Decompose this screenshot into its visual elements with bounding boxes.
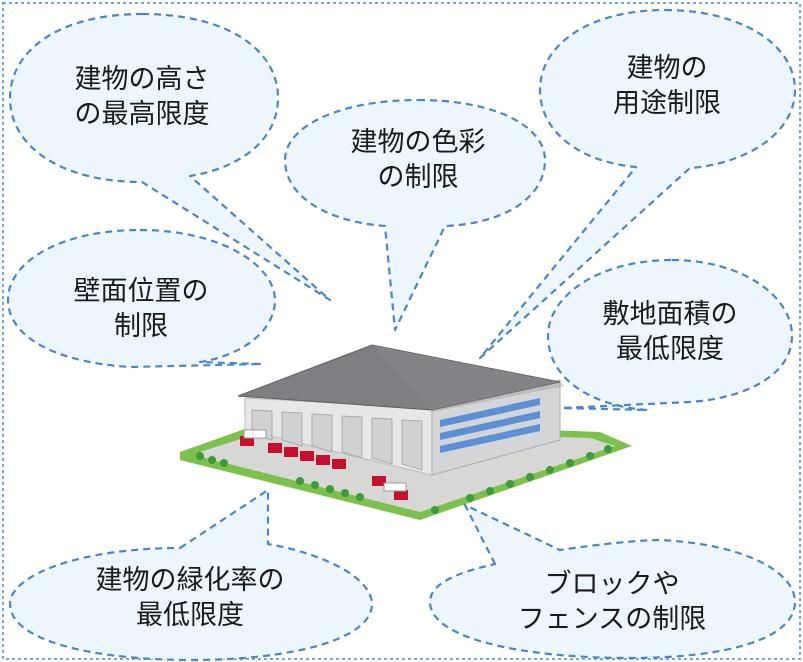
bubble-color-limit: [283, 98, 547, 332]
warehouse-illustration: [180, 344, 632, 520]
bubble-height-limit: [8, 12, 332, 302]
bubble-wall-position: [6, 228, 277, 369]
use-limit-line1: 建物の: [627, 53, 708, 84]
wall-position-line1: 壁面位置の: [74, 276, 209, 307]
bubble-use-limit: [478, 8, 797, 360]
fence-limit-line1: ブロックや: [545, 569, 680, 600]
color-limit-line2: の制限: [378, 162, 459, 193]
site-area-line2: 最低限度: [616, 334, 724, 365]
height-limit-line1: 建物の高さ: [75, 64, 210, 95]
site-area-line1: 敷地面積の: [603, 299, 738, 330]
greening-ratio-line1: 建物の緑化率の: [96, 565, 285, 596]
use-limit-line2: 用途制限: [613, 88, 721, 119]
fence-limit-line2: フェンスの制限: [518, 604, 706, 635]
bubble-greening-ratio: [8, 488, 374, 662]
height-limit-line2: の最高限度: [75, 99, 210, 130]
bubble-site-area: [546, 258, 794, 412]
greening-ratio-line2: 最低限度: [136, 600, 244, 631]
bubble-fence-limit: [428, 503, 797, 660]
color-limit-line1: 建物の色彩: [351, 127, 486, 158]
wall-position-line2: 制限: [114, 311, 168, 342]
